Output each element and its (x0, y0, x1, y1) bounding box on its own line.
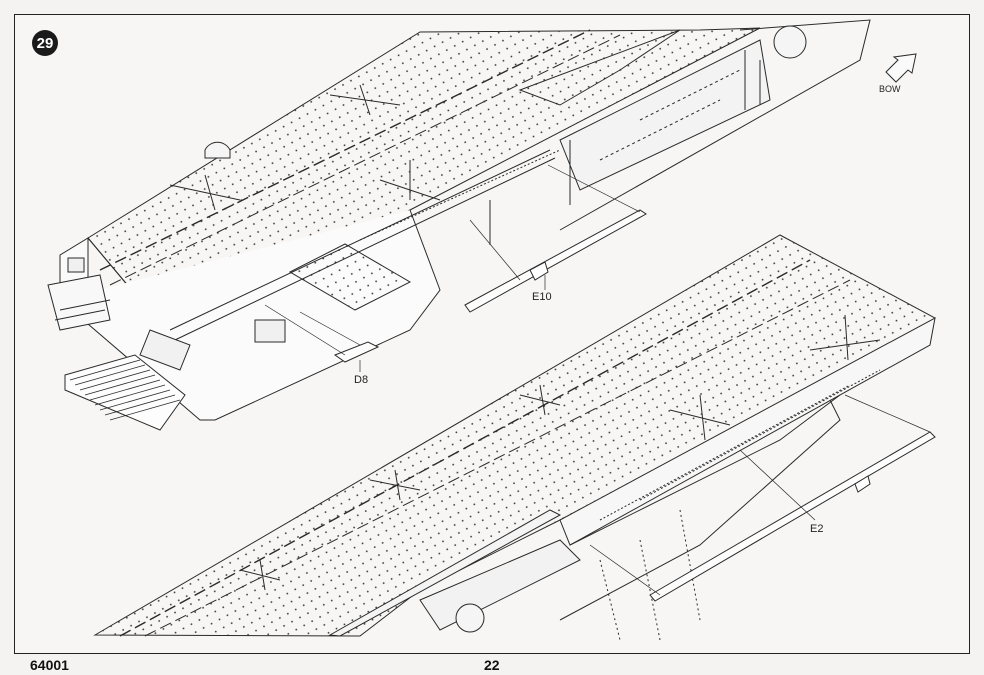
part-d8 (333, 341, 380, 363)
part-label-e10: E10 (532, 291, 552, 303)
page-number: 22 (484, 657, 500, 673)
bow-direction-label: BOW (879, 84, 901, 94)
lower-flight-deck (93, 234, 936, 641)
upper-flight-deck (47, 19, 871, 431)
part-e2-strip (649, 431, 936, 602)
bow-arrow (885, 53, 917, 83)
part-label-e2: E2 (810, 523, 824, 535)
kit-number: 64001 (30, 657, 69, 673)
part-label-d8: D8 (354, 374, 369, 386)
part-e10-strip (464, 209, 647, 313)
step-number-badge: 29 (32, 30, 58, 56)
